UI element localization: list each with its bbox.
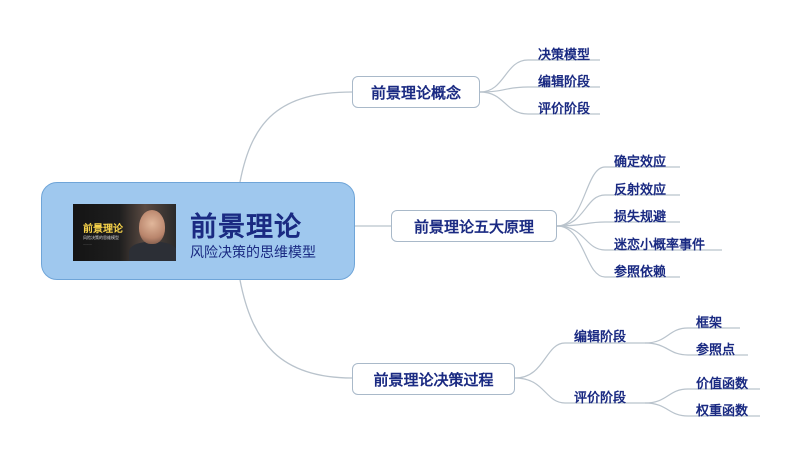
leaf-small-probability[interactable]: 迷恋小概率事件	[614, 238, 706, 253]
leaf-reflection-effect[interactable]: 反射效应	[614, 183, 667, 198]
leaf-certainty-effect[interactable]: 确定效应	[614, 155, 667, 170]
leaf-evaluation-stage[interactable]: 评价阶段	[538, 102, 591, 117]
branch-concept-label: 前景理论概念	[370, 83, 461, 102]
connector-root-branch-3	[239, 279, 353, 379]
portrait-face	[139, 210, 165, 244]
leaf-decision-model[interactable]: 决策模型	[538, 48, 591, 63]
leaf-editing-stage[interactable]: 编辑阶段	[538, 75, 591, 90]
subbranch-evaluation-stage[interactable]: 评价阶段	[574, 391, 627, 406]
root-subtitle: 风险决策的思维模型	[190, 245, 316, 261]
branch-five-principles-label: 前景理论五大原理	[413, 217, 534, 236]
portrait-body	[129, 242, 176, 261]
leaf-frame[interactable]: 框架	[696, 316, 723, 331]
root-node[interactable]: 前景理论 风险决策的思维模型 ——— 前景理论 风险决策的思维模型	[41, 182, 355, 280]
leaf-value-function[interactable]: 价值函数	[696, 377, 749, 392]
connector-root-branch-1	[239, 91, 353, 183]
leaf-weighting-function[interactable]: 权重函数	[696, 404, 749, 419]
root-title: 前景理论	[190, 212, 302, 243]
branch-five-principles[interactable]: 前景理论五大原理	[391, 210, 557, 242]
leaf-reference-dependence[interactable]: 参照依赖	[614, 265, 667, 280]
thumbnail-title: 前景理论	[83, 224, 123, 235]
branch-concept[interactable]: 前景理论概念	[352, 76, 480, 108]
leaf-loss-aversion[interactable]: 损失规避	[614, 210, 667, 225]
branch-decision-process-label: 前景理论决策过程	[373, 370, 494, 389]
root-thumbnail: 前景理论 风险决策的思维模型 ———	[73, 204, 176, 261]
thumbnail-caption: ———	[83, 242, 92, 246]
thumbnail-subtitle: 风险决策的思维模型	[83, 235, 119, 240]
branch-decision-process[interactable]: 前景理论决策过程	[352, 363, 515, 395]
subbranch-editing-stage[interactable]: 编辑阶段	[574, 330, 627, 345]
leaf-reference-point[interactable]: 参照点	[696, 343, 736, 358]
